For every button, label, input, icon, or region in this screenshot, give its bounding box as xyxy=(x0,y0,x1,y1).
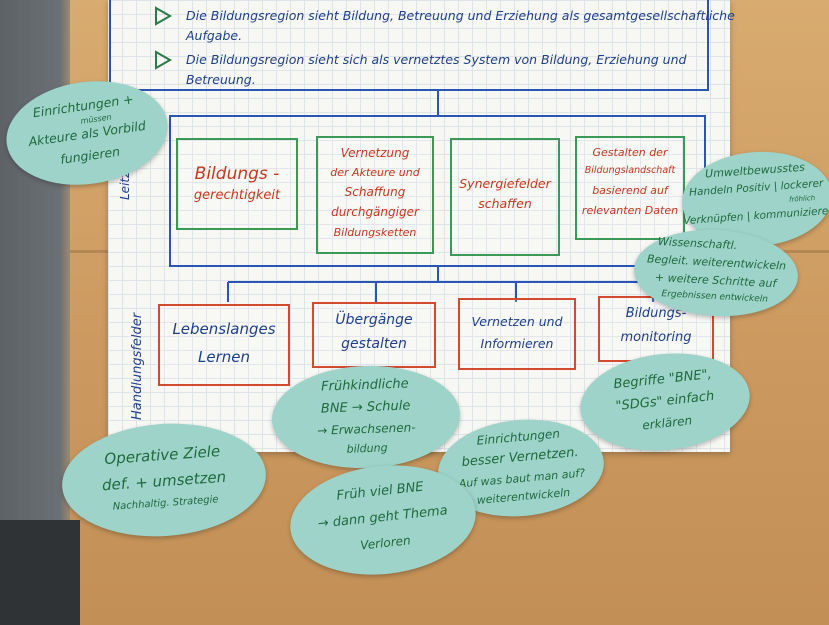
leitziel-box-bildungsgerechtigkeit: Bildungs - gerechtigkeit xyxy=(176,138,298,230)
handlungsfeld-box-vernetzen: Vernetzen und Informieren xyxy=(458,298,576,370)
leitziel-text: durchgängiger xyxy=(331,205,419,219)
leitziel-text: Gestalten der xyxy=(592,146,668,159)
leitziel-text: Vernetzung xyxy=(340,146,410,160)
leitziel-text: Bildungslandschaft xyxy=(584,165,676,176)
handlungsfeld-text: Lernen xyxy=(198,348,250,366)
leitziel-box-bildungslandschaft: Gestalten der Bildungslandschaft basiere… xyxy=(575,136,685,240)
leitziel-text: relevanten Daten xyxy=(581,204,679,217)
side-label-handlungsfelder: Handlungsfelder xyxy=(130,312,145,420)
goal-1-line-1: Die Bildungsregion sieht Bildung, Betreu… xyxy=(186,8,735,23)
note-text: Verknüpfen | kommunizieren xyxy=(682,204,829,228)
chair-shadow xyxy=(0,520,80,625)
leitziel-text: basierend auf xyxy=(592,184,668,197)
leitziel-text: gerechtigkeit xyxy=(193,188,281,203)
leitziel-box-vernetzung: Vernetzung der Akteure und Schaffung dur… xyxy=(316,136,434,254)
handlungsfeld-text: Informieren xyxy=(480,336,554,351)
leitziel-text: Bildungsketten xyxy=(333,226,417,239)
handlungsfeld-text: monitoring xyxy=(620,330,692,345)
leitziel-text: schaffen xyxy=(478,196,532,211)
note-text: → Erwachsenen- xyxy=(317,420,416,438)
leitziel-text: Schaffung xyxy=(344,185,406,199)
leitziel-text: Bildungs - xyxy=(194,164,280,184)
note-text: BNE → Schule xyxy=(320,398,411,417)
handlungsfeld-box-uebergaenge: Übergänge gestalten xyxy=(312,302,436,368)
handlungsfeld-text: Vernetzen und xyxy=(471,314,563,329)
note-text: fröhlich xyxy=(788,193,816,204)
handlungsfeld-box-lebenslanges-lernen: Lebenslanges Lernen xyxy=(158,304,290,386)
leitziel-text: der Akteure und xyxy=(330,166,420,179)
handlungsfeld-text: Lebenslanges xyxy=(172,320,276,338)
handlungsfeld-text: gestalten xyxy=(341,336,407,352)
leitziel-text: Synergiefelder xyxy=(459,176,551,191)
goal-2-line-1: Die Bildungsregion sieht sich als vernet… xyxy=(186,52,687,67)
handlungsfeld-text: Übergänge xyxy=(335,312,413,328)
handlungsfeld-text: Bildungs- xyxy=(625,306,687,321)
goal-1-line-2: Aufgabe. xyxy=(186,28,243,43)
leitziel-box-synergiefelder: Synergiefelder schaffen xyxy=(450,138,560,256)
goal-2-line-2: Betreuung. xyxy=(186,72,256,87)
